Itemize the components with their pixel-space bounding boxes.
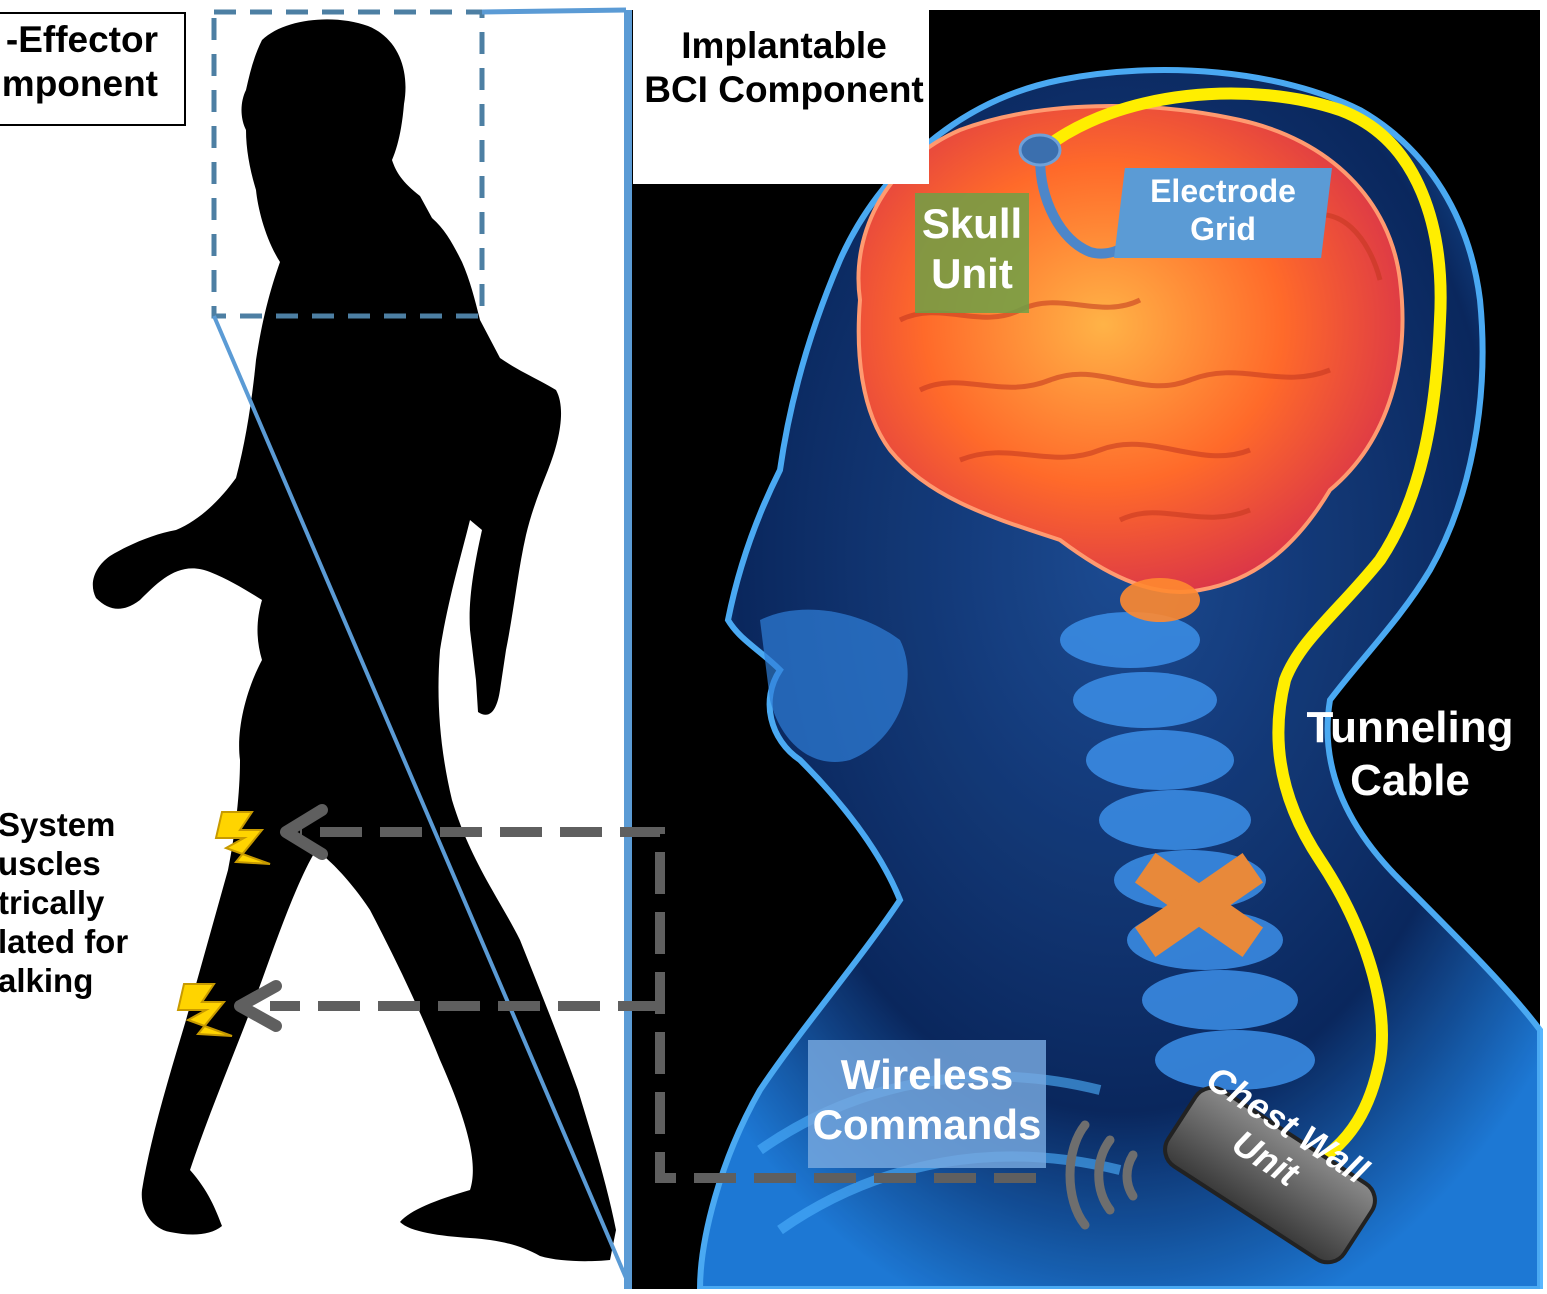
electrode-grid-line-1: Electrode (1114, 172, 1332, 210)
fes-line-2: uscles (0, 845, 158, 884)
end-effector-label-line-1: -Effector (0, 18, 184, 62)
tunneling-cable-label: Tunneling Cable (1300, 702, 1520, 808)
tunneling-cable-line-1: Tunneling (1300, 702, 1520, 755)
tunneling-cable-line-2: Cable (1300, 755, 1520, 808)
bci-label-line-1: Implantable (639, 24, 929, 68)
fes-line-4: lated for (0, 923, 158, 962)
skull-unit-line-2: Unit (915, 249, 1029, 299)
skull-unit-line-1: Skull (915, 199, 1029, 249)
skull-unit-icon (1020, 135, 1060, 165)
electrode-grid-line-2: Grid (1114, 210, 1332, 248)
fes-line-3: trically (0, 884, 158, 923)
electrode-grid-label: Electrode Grid (1114, 168, 1332, 258)
end-effector-label-line-2: mponent (0, 62, 184, 106)
zoom-line-top (482, 10, 626, 12)
wireless-commands-line-2: Commands (808, 1100, 1046, 1150)
bci-component-label-box: Implantable BCI Component (633, 10, 929, 184)
cerebellum-illustration (1120, 578, 1200, 622)
x-mark-icon (1160, 878, 1238, 932)
fes-description-label: System uscles trically lated for alking (0, 806, 158, 1001)
wireless-commands-line-1: Wireless (808, 1050, 1046, 1100)
end-effector-label-box: -Effector mponent (0, 12, 186, 126)
skull-unit-label: Skull Unit (915, 193, 1029, 313)
fes-line-1: System (0, 806, 158, 845)
fes-line-5: alking (0, 962, 158, 1001)
bci-label-line-2: BCI Component (639, 68, 929, 112)
wireless-commands-label: Wireless Commands (808, 1040, 1046, 1168)
